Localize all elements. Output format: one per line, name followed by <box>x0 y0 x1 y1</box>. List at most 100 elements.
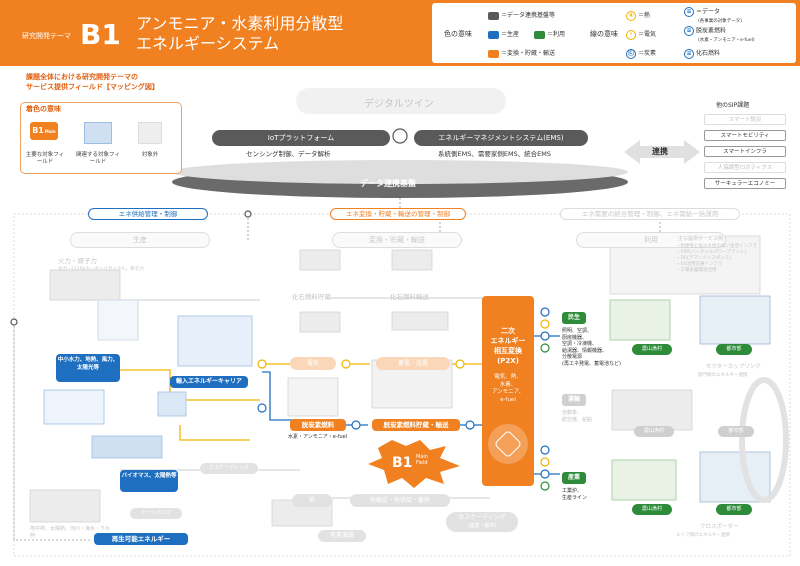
industry-farm: 農山漁村 <box>632 504 672 515</box>
sip-item: サーキュラーエコノミー <box>704 178 786 189</box>
link-label: 連携 <box>652 147 668 156</box>
legend-line-electricity: ⚡＝電気 <box>626 29 656 40</box>
biomass-box: バイオマス、太陽熱等 <box>120 470 178 492</box>
decarb-storage-box: 脱炭素燃料貯蔵・輸送 <box>372 419 460 431</box>
fossil-transport: 化石燃料輸送 <box>390 293 429 301</box>
title-line-1: アンモニア・水素利用分散型 <box>136 14 344 33</box>
legend-line-data: ≡＝データ(各事業の対象データ) <box>684 7 742 25</box>
b1-main-field: Main Field <box>416 454 428 466</box>
swatch-icon <box>488 30 499 39</box>
decarb-fuel-box: 脱炭素燃料 <box>290 419 346 431</box>
residential-city: 都市部 <box>716 344 752 355</box>
meaning-related: 関連する対象フィールド <box>76 152 120 165</box>
service-item: ・利便性と省エネ性の高い生活インフラ <box>676 244 757 249</box>
transport-farm: 農山漁村 <box>634 426 674 437</box>
b1-burst-icon <box>368 440 460 488</box>
conversion-control-header: エネ変換・貯蔵・輸送の管理・制御 <box>330 208 466 220</box>
link-arrow-icon <box>624 140 700 164</box>
carbon-cycle-pill: 炭素循環 <box>318 530 366 542</box>
sip-item: スマートモビリティ <box>704 130 786 141</box>
transport-label: 運輸 <box>562 394 586 406</box>
decarb-fuel-sub: 水素・アンモニア・e-fuel <box>288 434 348 440</box>
industry-city-illustration <box>699 451 771 503</box>
transport-city: 都市部 <box>718 426 754 437</box>
conversion-column: 変換・貯蔵・輸送 <box>332 232 462 248</box>
service-item: ・工場系蓄電池活用 <box>676 268 717 273</box>
legend-color-conversion: ＝変換・貯蔵・輸送 <box>488 48 555 58</box>
residential-desc: 照明、空調、 厨房機器、 空調・冷凍機、 給湯器、情報機器、 分散電源 (再エネ… <box>562 328 621 367</box>
service-title: 主な提供サービス例 <box>678 236 724 242</box>
thermal-label: 火力・原子力 <box>58 257 97 265</box>
legend-color-production: ＝生産 <box>488 29 519 39</box>
heat-pill: 熱 <box>292 494 332 507</box>
ems-desc: 系統側EMS、需要家側EMS、統合EMS <box>438 150 552 158</box>
crossover-sub: エリア間のエネルギー連携 <box>676 533 730 538</box>
sector-coupling: セクターカップリング <box>706 364 761 370</box>
industry-box: 産業 <box>562 472 586 484</box>
legend-color-heading: 色の意味 <box>444 30 472 38</box>
cascading-ghost-pill: カスケーディング <box>200 463 258 474</box>
transport-sub-1: 自動車、 <box>562 410 583 416</box>
theme-tag: 研究開発テーマ <box>22 32 71 40</box>
legend-color-data: ＝データ連携基盤等 <box>488 10 555 20</box>
swatch-icon <box>488 11 499 20</box>
p2x-title: 二次 エネルギー 相互変換 (P2X) <box>490 327 526 365</box>
industry-city: 都市部 <box>716 504 752 515</box>
meaning-badge: B1Main Field <box>30 122 58 153</box>
iot-desc: センシング制御、データ解析 <box>246 150 331 158</box>
sip-item: スマートインフラ <box>704 146 786 157</box>
renewables-box: 中小水力、地熱、風力、太陽光等 <box>56 354 120 382</box>
service-item: ・VPP(バーチャルパワープラント) <box>676 250 747 255</box>
solar-panel-illustration <box>157 391 187 417</box>
residential-box: 民生 <box>562 312 586 324</box>
biomass-truck-illustration <box>91 435 163 459</box>
use-column: 利用 <box>576 232 726 248</box>
fossil-line-icon: ≡ <box>684 48 694 59</box>
digital-twin-pill <box>296 88 506 114</box>
residential-city-illustration <box>699 295 771 345</box>
storage-transmission-pill: 蓄電・送電 <box>376 357 450 370</box>
meaning-title: 着色の意味 <box>26 105 61 113</box>
import-carrier-box: 輸入エネルギーキャリア <box>170 376 248 388</box>
thermal-sub: 水力・CCUS/カーボンリサイクル、原子力 <box>58 267 144 272</box>
supply-control-header: エネ供給管理・制御 <box>88 208 208 220</box>
heat-pump-pill: ヒートポンプ <box>130 508 182 519</box>
excluded-field-icon <box>138 122 162 144</box>
underground-heat: 地中熱、太陽熱、河川・海水・下水熱 <box>30 526 111 539</box>
service-item: ・DR(デマンドリスポンス) <box>676 256 732 261</box>
residential-farm-illustration <box>609 299 671 341</box>
data-platform: データ連携基盤 <box>360 179 416 188</box>
meaning-excluded: 対象外 <box>141 152 159 158</box>
sip-title: 他のSIP課題 <box>716 102 750 109</box>
p2x-sub: 電気、熱、 水素、 アンモニア、 e-fuel <box>491 374 525 403</box>
intro-line-2: サービス提供フィールド【マッピング図】 <box>26 83 159 91</box>
service-item: ・EV活用交通インフラ <box>676 262 723 267</box>
heat-icon: ④ <box>626 10 636 21</box>
residential-farm: 農山漁村 <box>632 344 672 355</box>
page-title: アンモニア・水素利用分散型 エネルギーシステム <box>136 14 343 54</box>
legend-line-decarb-fuel: ≡脱炭素燃料(水素・アンモニア・e-fuel) <box>684 26 755 44</box>
b1-badge: B1 <box>392 455 413 471</box>
industry-desc: 工業炉、 生産ライン <box>562 488 588 501</box>
sector-coupling-sub: 部門間のエネルギー連携 <box>698 373 748 378</box>
import-carrier-illustration <box>177 315 253 367</box>
renewable-energy-box: 再生可能エネルギー <box>94 533 188 545</box>
swatch-icon <box>488 49 499 58</box>
swatch-icon <box>534 30 545 39</box>
meaning-main: 主要な対象フィールド <box>25 152 65 165</box>
legend-color-use: ＝利用 <box>534 29 565 39</box>
carbon-icon: Ⓒ <box>626 48 636 59</box>
legend-line-heat: ④＝熱 <box>626 10 650 21</box>
title-line-2: エネルギーシステム <box>136 34 280 53</box>
legend-line-heading: 線の意味 <box>590 30 618 38</box>
heat-transport-pill: 熱輸送・熱供給・蓄熱 <box>350 494 450 507</box>
related-field-icon <box>84 122 112 144</box>
factory-illustration <box>43 389 105 425</box>
iot-platform: IoTプラットフォーム <box>212 130 390 146</box>
fossil-storage: 化石燃料貯蔵 <box>292 293 331 301</box>
legend-line-fossil: ≡化石燃料 <box>684 48 720 59</box>
lightning-icon: ⚡ <box>626 29 636 40</box>
cascading-pill: カスケーディング (産業・都市) <box>446 512 518 532</box>
demand-control-header: エネ需要の統合管理・制御、エネ需給一括運用 <box>560 208 740 220</box>
header: 研究開発テーマ B1 アンモニア・水素利用分散型 エネルギーシステム 色の意味 … <box>0 0 800 66</box>
